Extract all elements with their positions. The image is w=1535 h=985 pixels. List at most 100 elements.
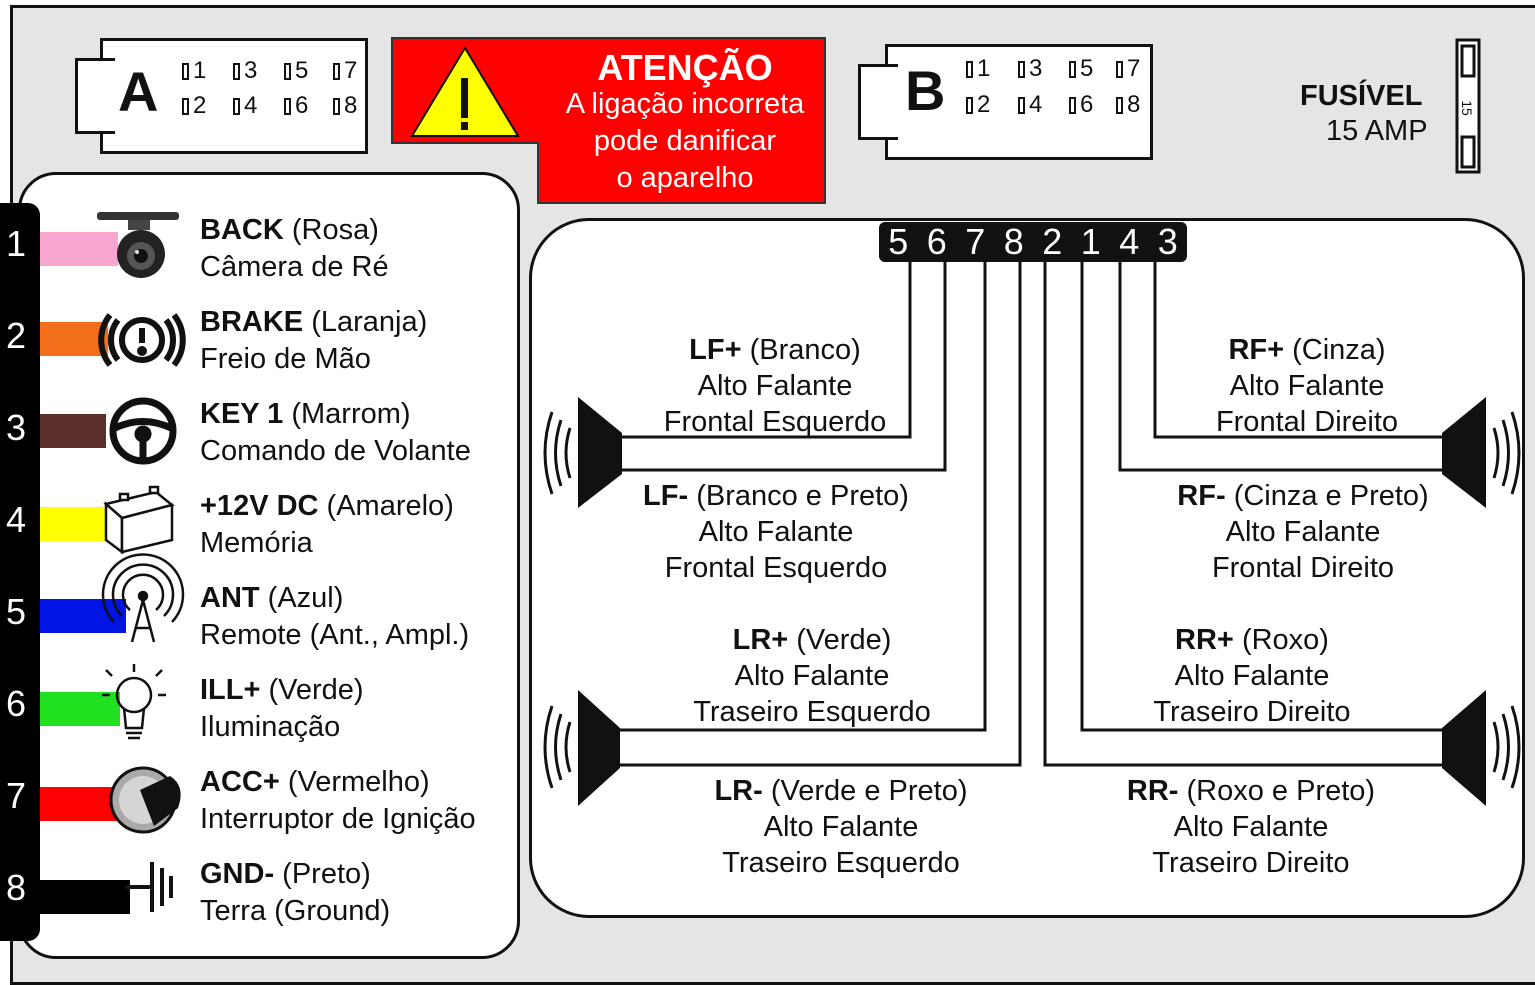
wire-color-swatch xyxy=(40,787,120,821)
pin-number: 1 xyxy=(1080,221,1101,262)
connector-b-pin: 2 xyxy=(966,92,990,118)
pin-number: 5 xyxy=(888,221,909,262)
connector-a-pin: 4 xyxy=(233,93,257,119)
wire-label: +12V DC (Amarelo) Memória xyxy=(200,488,454,562)
wire-pin-number: 7 xyxy=(6,775,27,816)
connector-a-pin: 1 xyxy=(182,58,206,84)
wire-pin-number: 1 xyxy=(6,223,27,264)
speaker-wire-line1: Alto Falante xyxy=(763,811,919,843)
speaker-wire-line1: Alto Falante xyxy=(1174,660,1330,692)
wire-description: Terra (Ground) xyxy=(200,895,391,927)
speaker-wire-color: (Cinza) xyxy=(1292,334,1386,366)
connector-b-pin: 8 xyxy=(1116,92,1140,118)
speaker-wire-line1: Alto Falante xyxy=(697,370,853,402)
wire-description: Memória xyxy=(200,527,313,559)
speaker-icon xyxy=(1442,397,1486,508)
speaker-wire-line1: Alto Falante xyxy=(1225,516,1381,548)
brake-warning-icon xyxy=(98,313,186,367)
speaker-wire-line2: Frontal Direito xyxy=(1215,406,1399,438)
wire-description: Iluminação xyxy=(200,711,341,743)
wire-color-name: (Laranja) xyxy=(311,306,428,338)
wire-description: Interruptor de Ignição xyxy=(200,803,476,835)
wire-pin-number: 5 xyxy=(6,591,27,632)
wire-color-name: (Amarelo) xyxy=(326,490,454,522)
speaker-wire-color: (Roxo e Preto) xyxy=(1186,775,1376,807)
wire-code: ANT xyxy=(200,582,260,614)
wire-code: BRAKE xyxy=(200,306,304,338)
wire-description: Freio de Mão xyxy=(200,343,371,375)
wire-code: +12V DC xyxy=(200,490,319,522)
warning-title: ATENÇÃO xyxy=(597,47,773,88)
connector-a-pin: 8 xyxy=(333,93,357,119)
wire-color-name: (Azul) xyxy=(267,582,344,614)
wire-label: KEY 1 (Marrom) Comando de Volante xyxy=(200,396,471,470)
connector-a-pin: 2 xyxy=(182,93,206,119)
wire-code: ACC+ xyxy=(200,766,280,798)
wire-color-name: (Preto) xyxy=(282,858,371,890)
wire-color-swatch xyxy=(40,880,130,914)
light-bulb-icon xyxy=(102,664,166,740)
connector-b-pin: 3 xyxy=(1018,56,1042,82)
wire-code: BACK xyxy=(200,214,284,246)
speaker-wire-line2: Frontal Direito xyxy=(1211,552,1395,584)
wire-pin-number: 3 xyxy=(6,407,27,448)
speaker-wire-code: LR- xyxy=(714,775,763,807)
pin-number: 4 xyxy=(1119,221,1140,262)
speaker-wire-code: LF- xyxy=(643,480,689,512)
pin-number: 3 xyxy=(1157,221,1178,262)
wire-code: ILL+ xyxy=(200,674,261,706)
speaker-wires-panel xyxy=(529,218,1525,918)
speaker-wire-line2: Traseiro Direito xyxy=(1153,696,1351,728)
warning-line: pode danificar xyxy=(593,125,777,157)
wire-description: Câmera de Ré xyxy=(200,251,389,283)
speaker-icon xyxy=(578,690,620,806)
power-wires-panel xyxy=(18,172,520,959)
fuse-rating: 15 AMP xyxy=(1326,115,1428,147)
speaker-icon xyxy=(578,397,622,508)
speaker-wire-code: RR+ xyxy=(1175,624,1234,656)
wire-pin-number: 8 xyxy=(6,867,27,908)
connector-b-pin: 6 xyxy=(1069,92,1093,118)
speaker-icon xyxy=(1442,690,1486,806)
connector-a-pin: 3 xyxy=(233,58,257,84)
connector-b-pin: 7 xyxy=(1116,56,1140,82)
speaker-wire-line1: Alto Falante xyxy=(1229,370,1385,402)
speaker-wire-color: (Verde) xyxy=(796,624,892,656)
speaker-wire-color: (Cinza e Preto) xyxy=(1233,480,1429,512)
pin-number: 8 xyxy=(1003,221,1024,262)
warning-line: A ligação incorreta xyxy=(565,88,805,120)
wire-label: BACK (Rosa)Câmera de Ré xyxy=(200,212,389,286)
speaker-wire-line2: Traseiro Esquerdo xyxy=(722,847,960,879)
wire-description: Remote (Ant., Ampl.) xyxy=(200,619,470,651)
pin-number-bar xyxy=(0,203,40,941)
connector-a-pin: 6 xyxy=(284,93,308,119)
wire-description: Comando de Volante xyxy=(200,435,471,467)
connector-b-pin: 5 xyxy=(1069,56,1093,82)
wire-code: KEY 1 xyxy=(200,398,284,430)
wire-color-swatch xyxy=(40,232,118,266)
pin-number: 6 xyxy=(926,221,947,262)
connector-b-pin: 4 xyxy=(1018,92,1042,118)
wire-color-swatch xyxy=(40,414,106,448)
speaker-wire-color: (Roxo) xyxy=(1241,624,1329,656)
battery-icon xyxy=(103,485,175,555)
speaker-wire-line2: Traseiro Esquerdo xyxy=(693,696,931,728)
pin-number: 7 xyxy=(965,221,986,262)
fuse-title: FUSÍVEL xyxy=(1300,80,1423,112)
wire-color-name: (Marrom) xyxy=(291,398,411,430)
wire-color-swatch xyxy=(40,322,108,356)
speaker-wire-code: RR- xyxy=(1126,775,1179,807)
ground-icon xyxy=(125,862,173,912)
ignition-key-icon xyxy=(109,766,181,834)
wire-pin-number: 2 xyxy=(6,315,27,356)
